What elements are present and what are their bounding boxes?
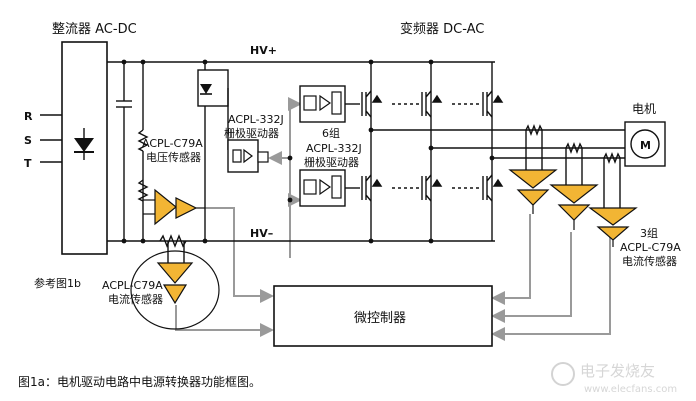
gate-links: [392, 103, 480, 189]
gate-driver-top: [299, 85, 346, 123]
six-gate-name: 栅极驱动器: [304, 155, 359, 169]
mcu-label: 微控制器: [354, 311, 406, 326]
ref-current-sensor: [130, 250, 220, 330]
six-gate-part: ACPL-332J: [306, 142, 362, 155]
three-sensor-name: 电流传感器: [622, 254, 677, 268]
brake-gate-driver: [227, 139, 269, 173]
gate-driver-name: 栅极驱动器: [224, 126, 279, 140]
hv-plus-label: HV+: [250, 44, 277, 57]
phase-r-label: R: [24, 110, 33, 123]
volt-sensor-part: ACPL-C79A: [142, 137, 203, 150]
gate-driver-bottom: [299, 169, 346, 207]
microcontroller-block: [273, 285, 493, 347]
motor-label: 电机: [632, 102, 656, 116]
hv-minus-label: HV–: [250, 227, 273, 240]
volt-sensor-name: 电压传感器: [146, 151, 201, 164]
igbt-switches: [361, 90, 504, 202]
junction-dots: [121, 59, 495, 244]
watermark-url: www.elecfans.com: [584, 384, 677, 395]
motor-m-label: M: [640, 139, 651, 152]
motor: [624, 121, 666, 167]
gate-driver-part: ACPL-332J: [228, 113, 284, 126]
six-group-label: 6组: [322, 126, 340, 140]
phase-current-sensors: [508, 169, 638, 247]
rectifier-label: 整流器 AC-DC: [52, 22, 137, 37]
phase-s-label: S: [24, 134, 32, 147]
watermark-logo: 电子发烧友 www.elecfans.com: [551, 362, 677, 395]
current-sensor-part: ACPL-C79A: [102, 279, 163, 292]
three-sensor-part: ACPL-C79A: [620, 241, 681, 254]
signal-lines: [175, 97, 611, 341]
current-sensor-name: 电流传感器: [108, 292, 163, 306]
voltage-sensor: [143, 188, 205, 226]
phase-t-label: T: [24, 157, 32, 170]
brake-diode: [200, 84, 212, 95]
watermark-text: 电子发烧友: [580, 362, 655, 380]
three-group-label: 3组: [640, 226, 658, 240]
inverter-label: 变频器 DC-AC: [400, 21, 484, 37]
figure-caption: 图1a：电机驱动电路中电源转换器功能框图。: [18, 374, 261, 389]
divider-resistors: [137, 129, 149, 202]
ref-fig-label: 参考图1b: [34, 276, 81, 290]
rectifier-block: [61, 41, 108, 255]
